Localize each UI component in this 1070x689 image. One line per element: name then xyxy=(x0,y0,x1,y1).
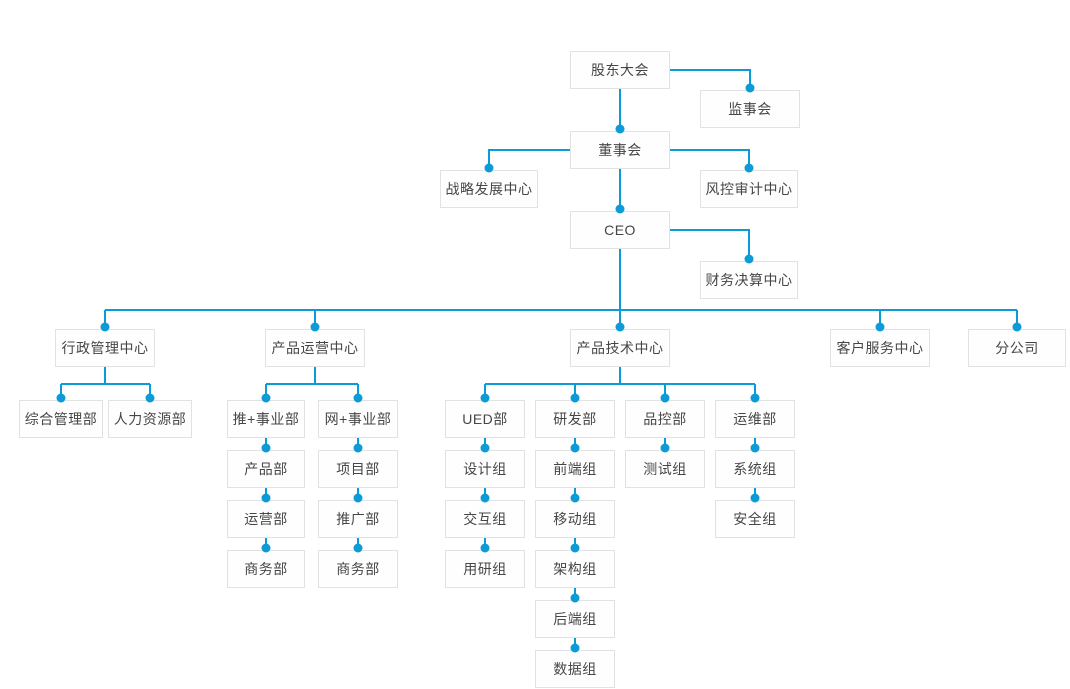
org-node-strategy[interactable]: 战略发展中心 xyxy=(440,170,538,208)
org-node-board[interactable]: 董事会 xyxy=(570,131,670,169)
org-node-supervisory[interactable]: 监事会 xyxy=(700,90,800,128)
org-node-product-ops[interactable]: 产品运营中心 xyxy=(265,329,365,367)
org-node-backend-group[interactable]: 后端组 xyxy=(535,600,615,638)
org-node-architecture-group[interactable]: 架构组 xyxy=(535,550,615,588)
org-node-frontend-group[interactable]: 前端组 xyxy=(535,450,615,488)
org-node-tui-division[interactable]: 推+事业部 xyxy=(227,400,305,438)
org-node-customer-service[interactable]: 客户服务中心 xyxy=(830,329,930,367)
org-node-design-group[interactable]: 设计组 xyxy=(445,450,525,488)
org-node-product-tech[interactable]: 产品技术中心 xyxy=(570,329,670,367)
org-node-wang-division[interactable]: 网+事业部 xyxy=(318,400,398,438)
org-node-promotion-dept[interactable]: 推广部 xyxy=(318,500,398,538)
org-node-finance[interactable]: 财务决算中心 xyxy=(700,261,798,299)
org-node-mobile-group[interactable]: 移动组 xyxy=(535,500,615,538)
org-node-branch[interactable]: 分公司 xyxy=(968,329,1066,367)
org-node-admin-center[interactable]: 行政管理中心 xyxy=(55,329,155,367)
org-node-om-dept[interactable]: 运维部 xyxy=(715,400,795,438)
org-node-security-group[interactable]: 安全组 xyxy=(715,500,795,538)
org-node-shareholders[interactable]: 股东大会 xyxy=(570,51,670,89)
org-node-general-mgmt[interactable]: 综合管理部 xyxy=(19,400,103,438)
org-node-business-dept-a[interactable]: 商务部 xyxy=(227,550,305,588)
org-node-operations-dept[interactable]: 运营部 xyxy=(227,500,305,538)
org-node-product-dept[interactable]: 产品部 xyxy=(227,450,305,488)
org-node-ued-dept[interactable]: UED部 xyxy=(445,400,525,438)
org-node-system-group[interactable]: 系统组 xyxy=(715,450,795,488)
org-node-testing-group[interactable]: 测试组 xyxy=(625,450,705,488)
org-node-project-dept[interactable]: 项目部 xyxy=(318,450,398,488)
org-node-qc-dept[interactable]: 品控部 xyxy=(625,400,705,438)
org-node-interaction-group[interactable]: 交互组 xyxy=(445,500,525,538)
org-node-research-group[interactable]: 用研组 xyxy=(445,550,525,588)
org-node-rd-dept[interactable]: 研发部 xyxy=(535,400,615,438)
org-node-risk-audit[interactable]: 风控审计中心 xyxy=(700,170,798,208)
org-node-ceo[interactable]: CEO xyxy=(570,211,670,249)
org-node-data-group[interactable]: 数据组 xyxy=(535,650,615,688)
org-node-business-dept-b[interactable]: 商务部 xyxy=(318,550,398,588)
org-node-hr[interactable]: 人力资源部 xyxy=(108,400,192,438)
